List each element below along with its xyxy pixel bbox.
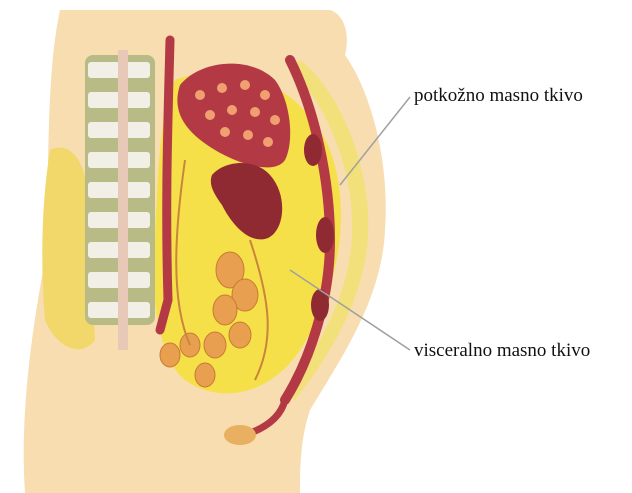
label-visceral-fat: visceralno masno tkivo bbox=[414, 341, 590, 360]
bladder bbox=[224, 425, 256, 445]
label-subcutaneous-fat: potkožno masno tkivo bbox=[414, 86, 583, 105]
spine bbox=[85, 50, 155, 350]
spinal-cord bbox=[118, 50, 128, 350]
